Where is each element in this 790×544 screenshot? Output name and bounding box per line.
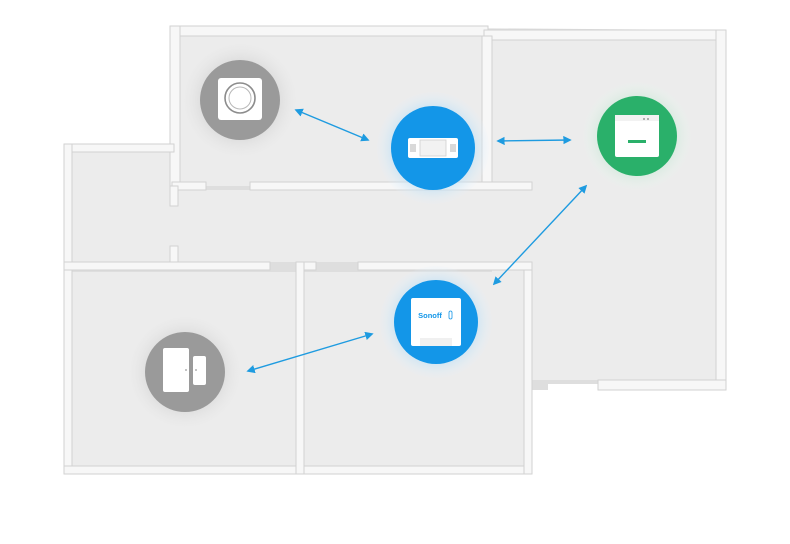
zigbee-hub-device[interactable] [583,82,691,190]
wall-bottom-center-right [523,261,533,475]
walls [63,25,727,475]
connection-hub-sensor [492,184,588,286]
wall-left-stub [169,185,179,207]
round-button-icon [218,78,262,120]
zigbee-bridge-device[interactable] [377,92,489,204]
wall-bottom-right [597,379,727,391]
bridge-module-icon [408,138,458,158]
hub-icon [615,115,659,157]
wall-bottom-divider [295,261,305,475]
connection-sensor-door [246,331,374,374]
door-window-sensor-device[interactable] [130,317,240,427]
room-left-floor [72,152,172,262]
wall-top-left [169,25,489,37]
temperature-sensor-device[interactable]: Sonoff [380,266,492,378]
wall-middle-left [63,261,271,271]
door-sensor-icon [163,348,206,392]
sonoff-sensor-icon: Sonoff [411,298,461,346]
connection-bridge-hub [496,135,572,146]
connection-button-bridge [294,108,370,142]
brand-label: Sonoff [418,311,442,320]
wall-top-right [483,29,727,41]
wall-right [715,29,727,391]
room-right-lower-floor [524,262,716,380]
smart-button-device[interactable] [184,44,296,156]
connection-lines [246,108,588,374]
wall-left-upper [169,25,181,187]
wall-left-top [63,143,175,153]
wall-left [63,143,73,475]
